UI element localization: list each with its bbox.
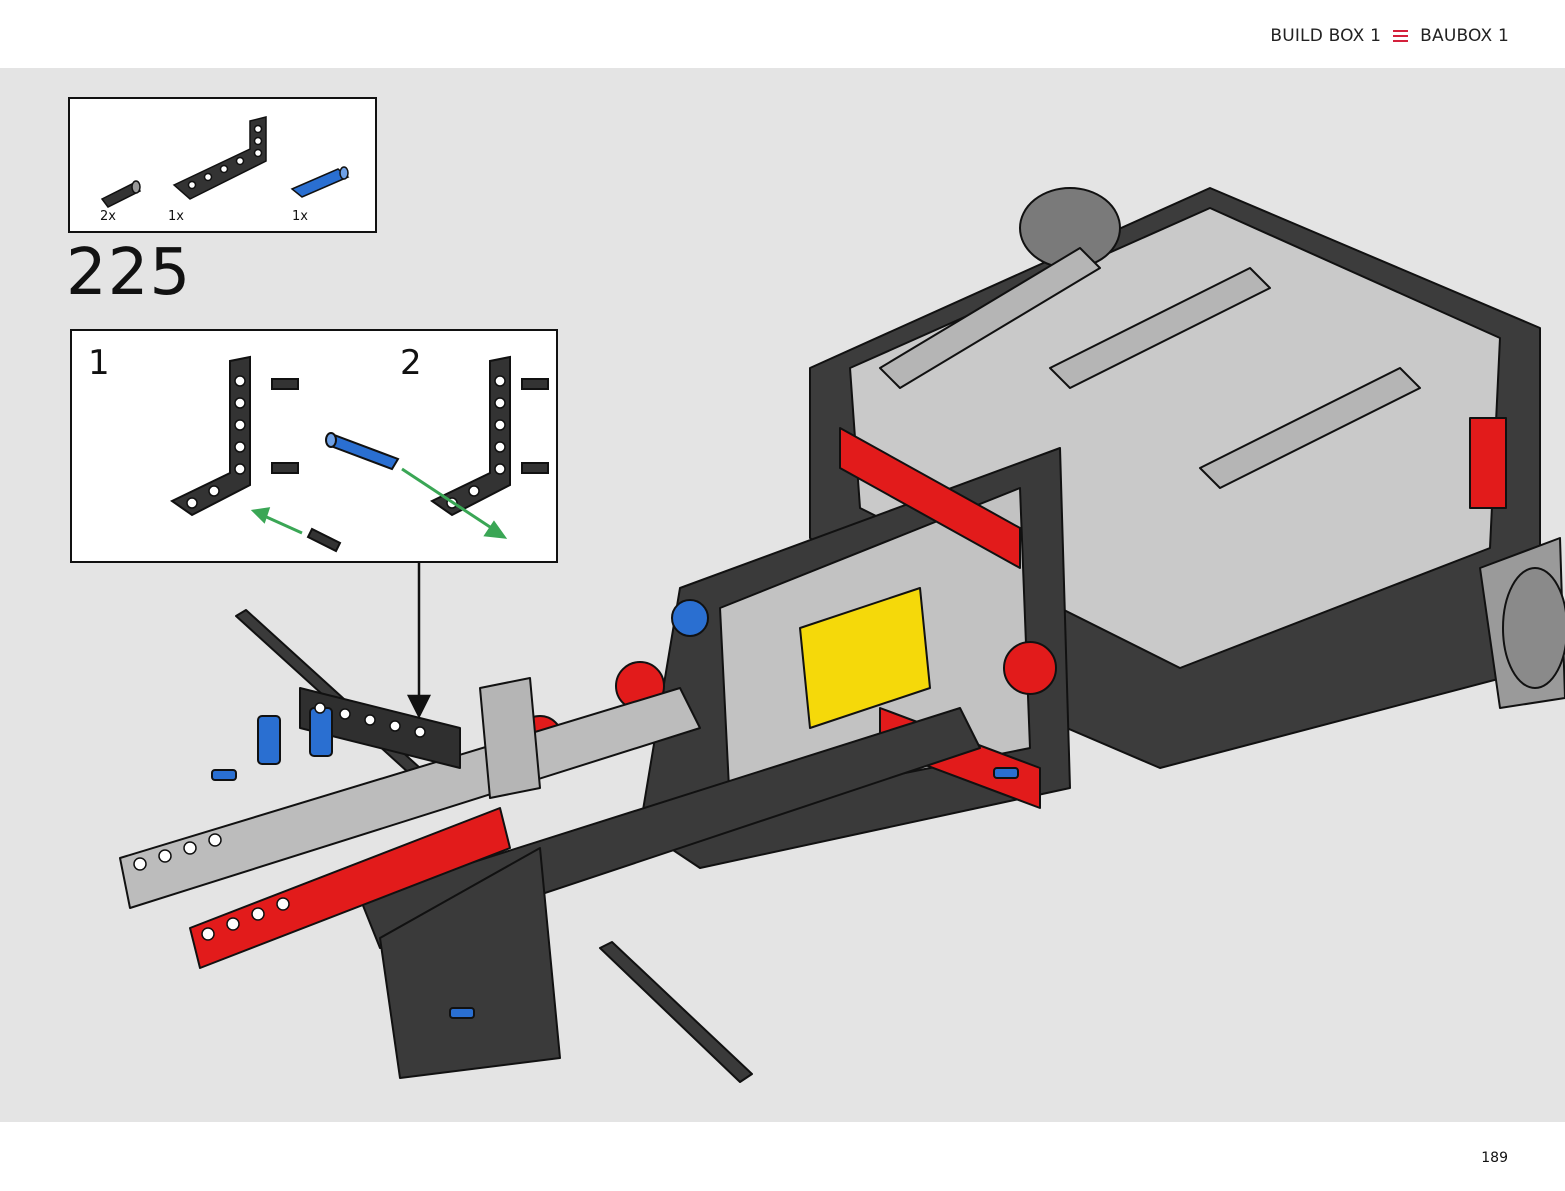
gray-upright — [479, 677, 541, 799]
substep-2-illustration — [325, 355, 549, 539]
blue-pin-substep-2 — [326, 433, 400, 471]
placement-arrow — [406, 563, 432, 719]
build-box-label: BUILD BOX 1 — [1270, 26, 1382, 46]
red-rear-beam — [189, 807, 511, 969]
l-beam-quantity: 1x — [168, 209, 184, 224]
blue-long-pin-part — [290, 166, 350, 198]
green-insert-arrow-1 — [250, 507, 303, 535]
friction-pin-part — [100, 180, 142, 208]
blue-bushing-2 — [309, 707, 333, 757]
blue-pin-3 — [993, 767, 1019, 779]
l-beam-substep-1 — [170, 355, 251, 517]
page-footer: 189 — [0, 1122, 1565, 1191]
yellow-gearbox — [799, 587, 931, 729]
blue-gear — [671, 599, 709, 637]
subassembly-box: 1 2 — [70, 329, 558, 563]
substep-2-number: 2 — [400, 343, 422, 383]
blue-pin-quantity: 1x — [292, 209, 308, 224]
blue-pin-2 — [449, 1007, 475, 1019]
black-crossbeam — [299, 687, 461, 769]
page-header: BUILD BOX 1 BAUBOX 1 — [0, 0, 1565, 68]
blue-bushing-1 — [257, 715, 281, 765]
model-illustration — [119, 187, 1565, 1083]
menu-lines-icon — [1393, 30, 1409, 42]
gray-cylinder-beam-2 — [1049, 267, 1271, 389]
step-number: 225 — [66, 236, 192, 310]
parts-list-box: 2x 1x 1x — [68, 97, 377, 233]
gray-cylinder-beam-3 — [1199, 367, 1421, 489]
build-box-breadcrumb: BUILD BOX 1 BAUBOX 1 — [1270, 26, 1509, 46]
page-number: 189 — [1481, 1150, 1508, 1166]
substep-1-number: 1 — [88, 343, 110, 383]
front-axle — [599, 941, 753, 1083]
red-center-beam — [839, 427, 1021, 569]
friction-pin-loose — [306, 527, 342, 553]
green-insert-arrow-2 — [401, 467, 508, 539]
front-brake-disc — [1502, 567, 1565, 689]
red-gear-3 — [1003, 641, 1057, 695]
blue-pin-1 — [211, 769, 237, 781]
friction-pin-substep-1 — [271, 378, 299, 390]
instruction-stage: 2x 1x 1x 225 1 2 — [0, 68, 1565, 1122]
substep-1-illustration — [170, 355, 342, 553]
gray-cylinder-beam-1 — [879, 247, 1101, 389]
baubox-label: BAUBOX 1 — [1420, 26, 1509, 46]
friction-pin-quantity: 2x — [100, 209, 116, 224]
l-beam-substep-2 — [430, 355, 511, 517]
lower-side-rail — [379, 847, 561, 1079]
red-shock-absorber — [1469, 417, 1507, 509]
l-beam-part — [172, 116, 267, 200]
